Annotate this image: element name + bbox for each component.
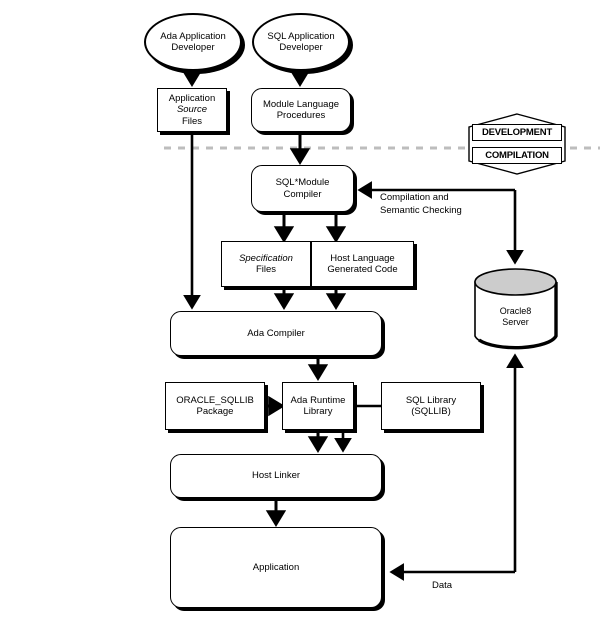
node-module-language-procedures-label: Module Language Procedures [262, 98, 340, 121]
hexagon-shape [468, 113, 566, 175]
application-source-files-line-2: Source [176, 104, 208, 116]
phase-divider-badge: DEVELOPMENT COMPILATION [466, 113, 568, 175]
phase-label-development: DEVELOPMENT [472, 124, 562, 141]
application-source-files-line-1: Application [168, 93, 216, 105]
node-sql-module-compiler[interactable]: SQL*Module Compiler [251, 165, 354, 212]
node-application-source-files[interactable]: Application Source Files [157, 88, 227, 132]
node-host-linker[interactable]: Host Linker [170, 454, 382, 498]
node-ada-compiler[interactable]: Ada Compiler [170, 311, 382, 356]
node-oracle-server[interactable]: Oracle8 Server [473, 268, 558, 350]
node-ada-runtime-library[interactable]: Ada Runtime Library [282, 382, 354, 430]
specification-files-line-2: Files [255, 264, 277, 275]
node-oracle-sqllib-package[interactable]: ORACLE_SQLLIB Package [165, 382, 265, 430]
node-sql-module-compiler-label: SQL*Module Compiler [275, 177, 330, 200]
node-host-linker-label: Host Linker [251, 470, 301, 482]
specification-files-line-1: Specification [239, 252, 293, 264]
node-ada-application-developer-label: Ada Application Developer [160, 30, 226, 53]
application-source-files-line-3: Files [181, 115, 203, 127]
node-host-language-generated-code[interactable]: Host Language Generated Code [311, 241, 414, 287]
edge-label-compilation-and-semantic-checking: Compilation and Semantic Checking [380, 192, 462, 216]
node-ada-application-developer[interactable]: Ada Application Developer [144, 13, 242, 71]
node-sql-library[interactable]: SQL Library (SQLLIB) [381, 382, 481, 430]
database-cylinder-icon [474, 268, 558, 350]
node-sql-library-label: SQL Library (SQLLIB) [405, 394, 457, 417]
node-oracle-sqllib-package-label: ORACLE_SQLLIB Package [176, 394, 254, 417]
node-host-language-generated-code-label: Host Language Generated Code [327, 252, 398, 275]
edge-label-data: Data [432, 580, 453, 591]
node-specification-files[interactable]: Specification Files [221, 241, 311, 287]
node-module-language-procedures[interactable]: Module Language Procedures [251, 88, 351, 132]
phase-label-compilation: COMPILATION [472, 147, 562, 164]
node-ada-compiler-label: Ada Compiler [247, 327, 305, 339]
node-sql-application-developer[interactable]: SQL Application Developer [252, 13, 350, 71]
node-ada-runtime-library-label: Ada Runtime Library [290, 394, 346, 417]
node-oracle-server-label: Oracle8 Server [499, 306, 532, 327]
node-sql-application-developer-label: SQL Application Developer [267, 30, 335, 53]
node-application-label: Application [252, 561, 300, 573]
node-application[interactable]: Application [170, 527, 382, 608]
